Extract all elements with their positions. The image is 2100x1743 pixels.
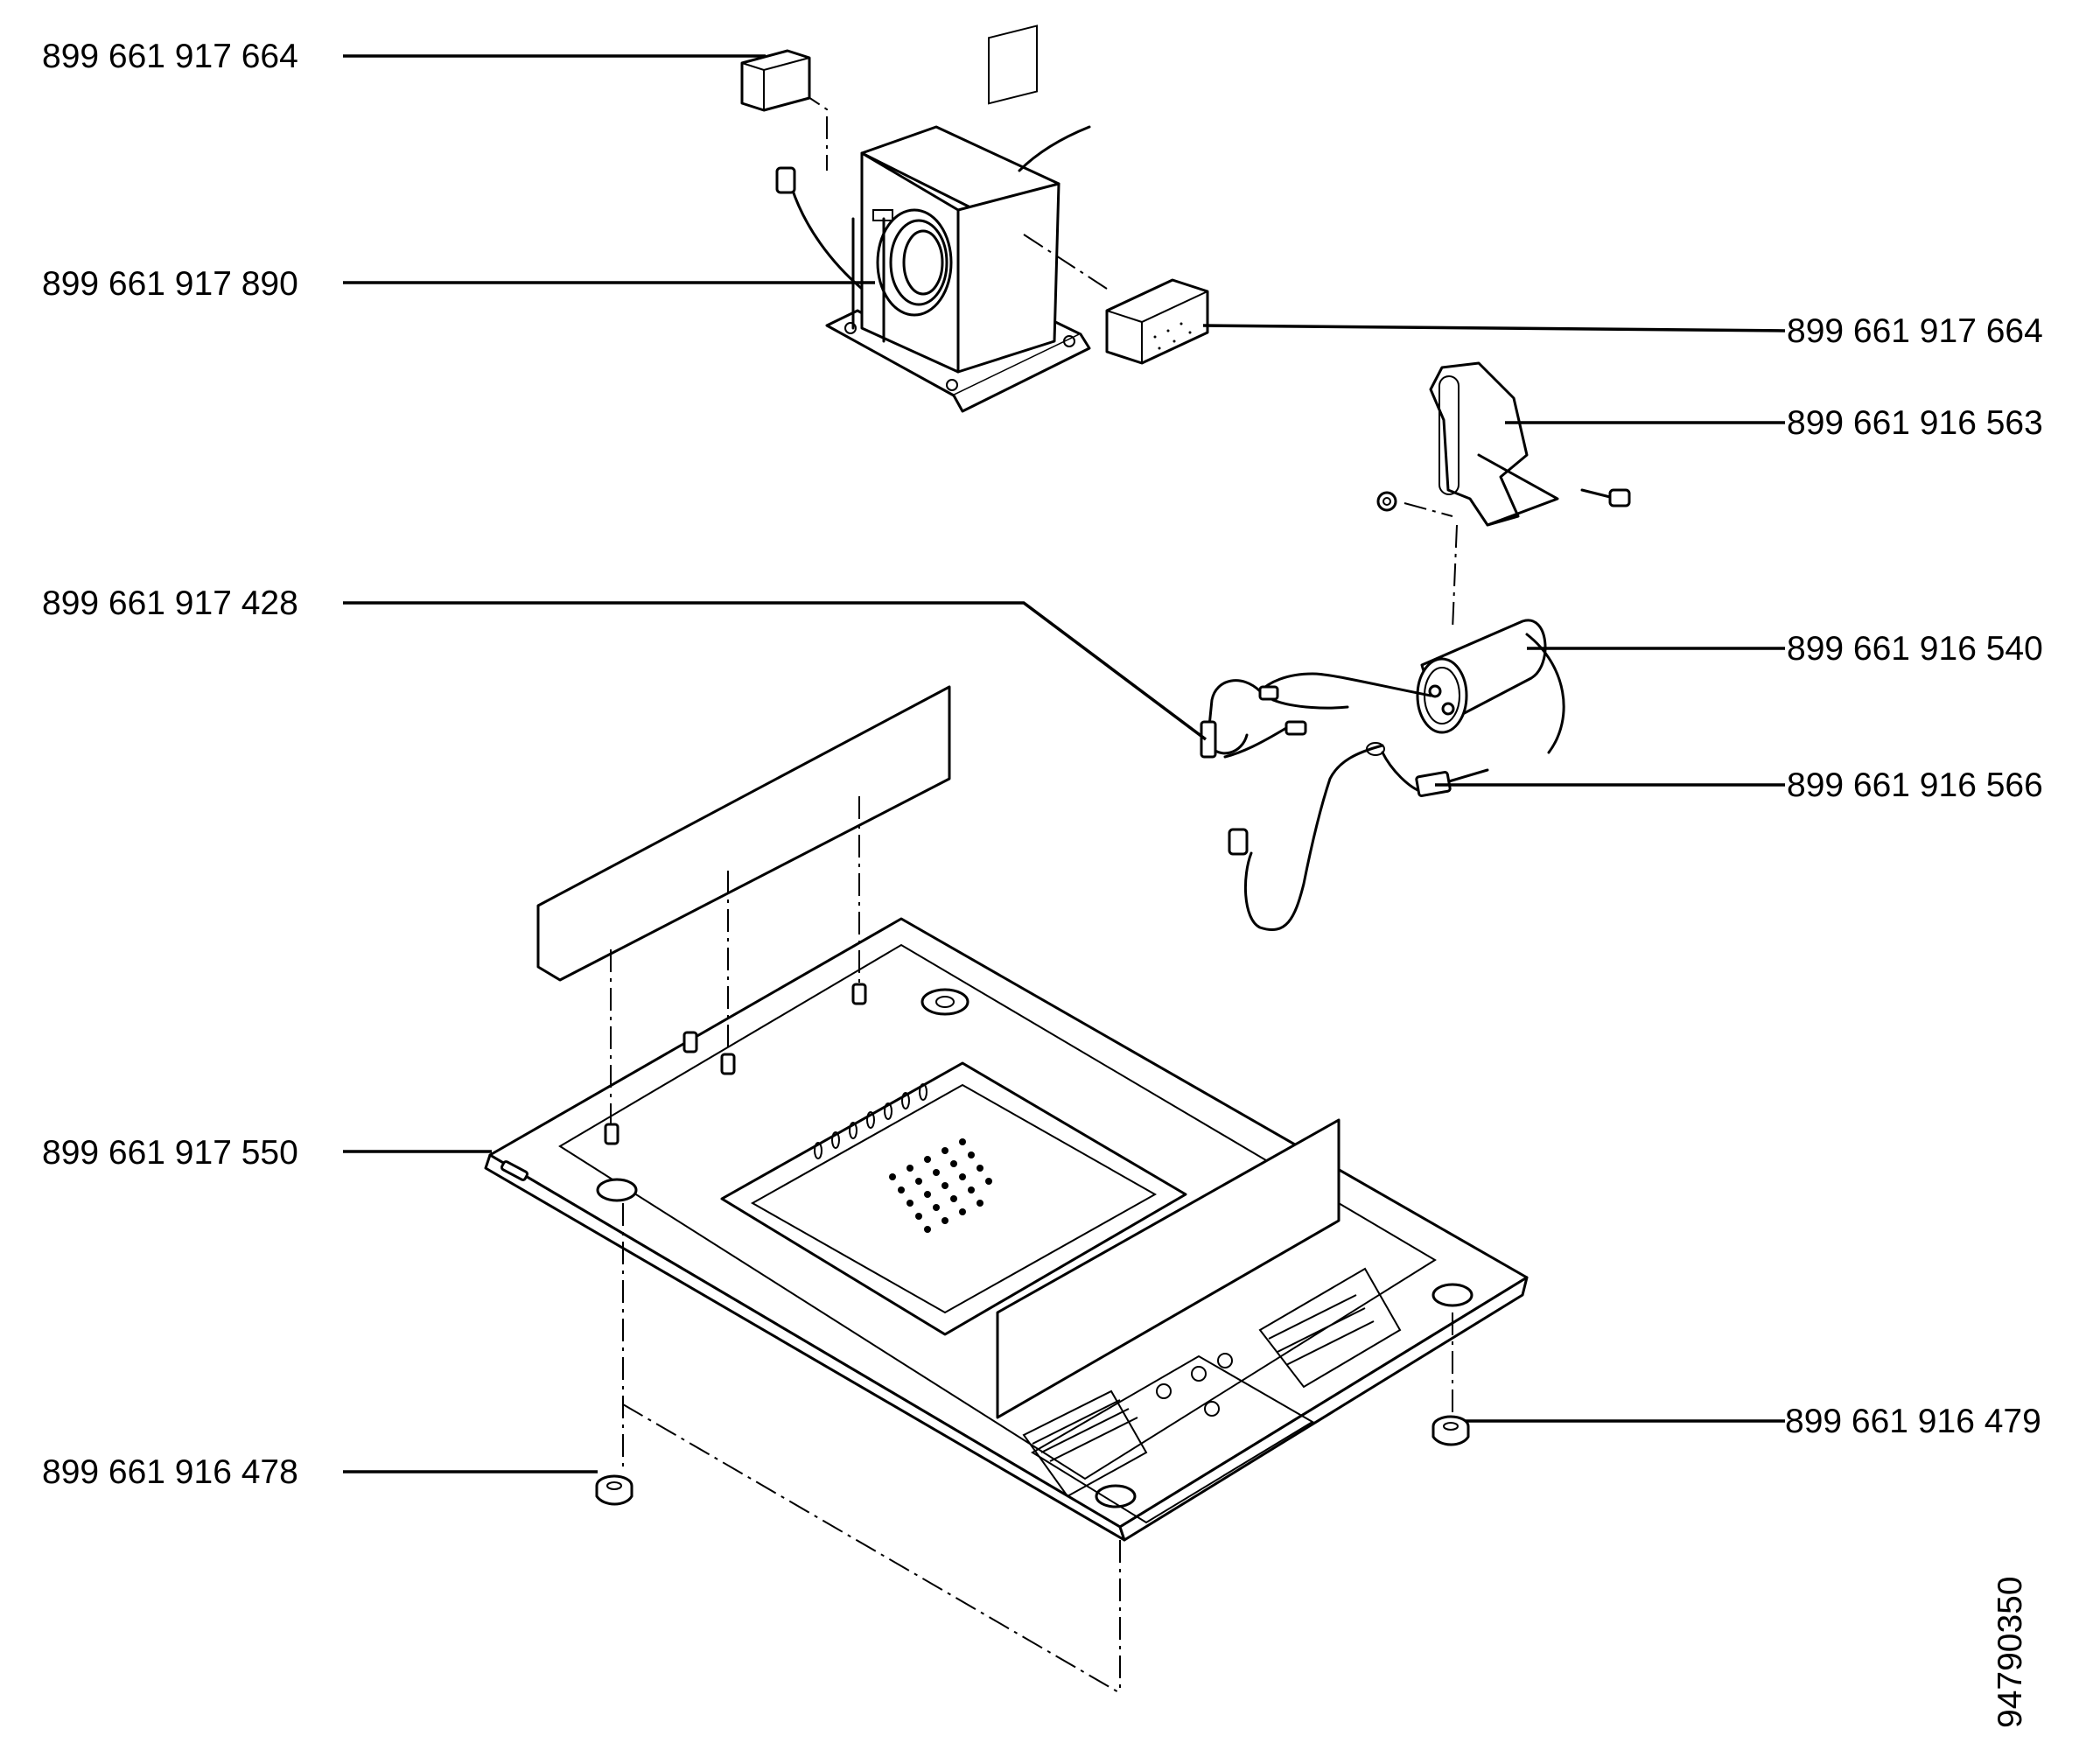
callout-foot-right: 899 661 916 479 <box>1785 1403 2041 1440</box>
callout-diode: 899 661 916 566 <box>1787 766 2043 804</box>
capacitor-drawing <box>1416 619 1565 754</box>
callout-transformer: 899 661 917 890 <box>42 265 298 303</box>
drawing-number: 94790350 <box>1992 1576 2029 1728</box>
wiring-drawing <box>1200 672 1489 931</box>
leader-lines <box>343 54 1786 1474</box>
callout-capacitor: 899 661 916 540 <box>1787 630 2043 668</box>
callout-right-block: 899 661 917 664 <box>1787 312 2043 350</box>
base-plate-drawing <box>484 685 1529 1694</box>
callout-bracket: 899 661 916 563 <box>1787 404 2043 442</box>
callout-base-plate: 899 661 917 550 <box>42 1134 298 1172</box>
callout-foot-left: 899 661 916 478 <box>42 1453 298 1491</box>
top-left-block-drawing <box>740 49 811 112</box>
right-block-drawing <box>1105 278 1209 365</box>
callout-top-left-block: 899 661 917 664 <box>42 38 298 75</box>
foot-left-drawing <box>595 1474 634 1506</box>
callout-fuse-clip: 899 661 917 428 <box>42 584 298 622</box>
bracket-drawing <box>1376 361 1631 631</box>
foot-right-drawing <box>1432 1415 1470 1446</box>
transformer-drawing <box>775 24 1108 413</box>
